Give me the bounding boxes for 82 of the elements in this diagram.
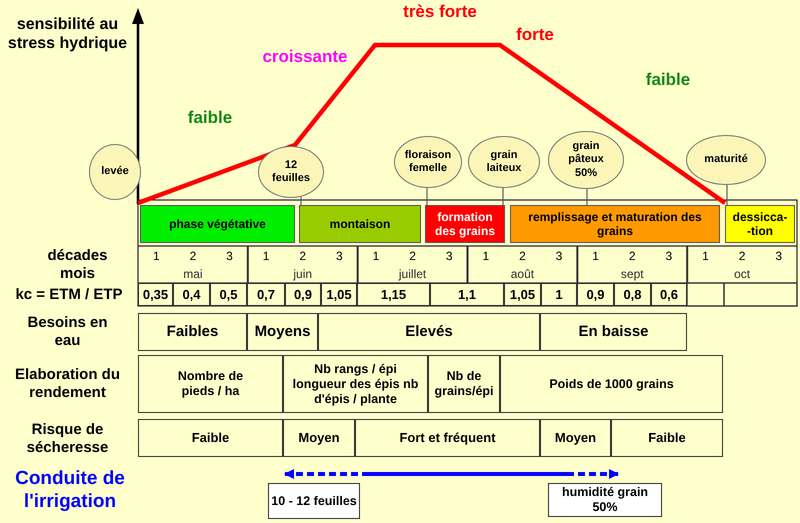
phase-bar: dessicca- -tion bbox=[725, 205, 795, 243]
table-cell: Nb rangs / épi longueur des épis nb d'épis / plante bbox=[283, 355, 428, 413]
curve-label: faible bbox=[644, 68, 692, 91]
axis-title: sensibilité au stress hydrique bbox=[6, 14, 128, 54]
table-cell-text: 3 bbox=[554, 248, 564, 265]
stage-ellipse: grain laiteux bbox=[468, 136, 540, 188]
table-cell-text: 2 bbox=[188, 248, 198, 265]
table-cell: Fort et fréquent bbox=[355, 419, 540, 457]
table-cell-text: 3 bbox=[774, 248, 784, 265]
table-cell-text: 1 bbox=[701, 248, 710, 265]
table-cell: Faibles bbox=[138, 313, 247, 351]
table-cell-text: juillet bbox=[398, 266, 428, 283]
table-cell-text: mai bbox=[182, 266, 204, 283]
table-cell-text: 3 bbox=[335, 248, 344, 265]
table-cell: 0,8 bbox=[614, 283, 651, 306]
stage-ellipse: grain pâteux 50% bbox=[548, 131, 624, 189]
row-header: Besoins en eau bbox=[26, 313, 109, 351]
row-header: mois bbox=[58, 265, 96, 283]
row-header: Risque de sécheresse bbox=[26, 420, 110, 458]
table-cell: 0,9 bbox=[285, 283, 321, 306]
table-cell: 0,35 bbox=[138, 283, 173, 306]
table-cell-text: 3 bbox=[225, 248, 234, 265]
table-cell-text: oct bbox=[733, 266, 752, 283]
table-cell-text: sept bbox=[620, 266, 645, 283]
table-cell-text: 1 bbox=[481, 248, 490, 265]
stage-ellipse: maturité bbox=[686, 135, 766, 185]
table-cell: 0,4 bbox=[173, 283, 210, 306]
table-cell: 1,05 bbox=[321, 283, 357, 306]
table-cell: 0,9 bbox=[577, 283, 614, 306]
table-cell: 0,7 bbox=[247, 283, 285, 306]
table-cell: Moyen bbox=[540, 419, 611, 457]
table-cell-text: 2 bbox=[408, 248, 417, 265]
phase-bar: remplissage et maturation des grains bbox=[510, 205, 720, 243]
stage-ellipse: levée bbox=[89, 144, 141, 200]
leader-line bbox=[726, 184, 728, 206]
stage-ellipse: floraison femelle bbox=[394, 136, 462, 188]
table-cell-text: 1 bbox=[152, 248, 161, 265]
table-cell: Elevés bbox=[318, 313, 540, 351]
note-box: humidité grain 50% bbox=[548, 483, 662, 517]
table-cell: Faible bbox=[611, 419, 723, 457]
note-box: 10 - 12 feuilles bbox=[268, 483, 360, 519]
leader-line bbox=[426, 188, 428, 206]
table-cell-text: 2 bbox=[628, 248, 637, 265]
table-cell: 1,1 bbox=[430, 283, 504, 306]
table-cell: Moyen bbox=[283, 419, 355, 457]
table-cell: 1,05 bbox=[504, 283, 541, 306]
table-cell: 0,5 bbox=[210, 283, 247, 306]
stage-ellipse: 12 feuilles bbox=[258, 146, 324, 198]
row-header: kc = ETM / ETP bbox=[14, 285, 124, 305]
table-cell-text: 2 bbox=[518, 248, 527, 265]
table-cell: Nb de grains/épi bbox=[428, 355, 500, 413]
table-cell: 1 bbox=[541, 283, 577, 306]
curve-label: croissante bbox=[261, 46, 349, 68]
table-cell: 0,6 bbox=[651, 283, 687, 306]
table-cell: Poids de 1000 grains bbox=[500, 355, 723, 413]
row-header: Conduite de l'irrigation bbox=[14, 467, 126, 514]
table-cell-text: 1 bbox=[372, 248, 380, 265]
phase-bar: phase végétative bbox=[140, 205, 295, 243]
table-cell: En baisse bbox=[540, 313, 687, 351]
table-cell: Faible bbox=[138, 419, 283, 457]
leader-line bbox=[300, 196, 302, 206]
leader-line bbox=[586, 188, 588, 206]
double-arrow bbox=[284, 469, 619, 479]
phase-bar: montaison bbox=[299, 205, 421, 243]
curve-label: très forte bbox=[402, 0, 478, 23]
row-header: décades bbox=[46, 247, 109, 265]
table-cell-text: 1 bbox=[591, 248, 600, 265]
table-cell-text: 1 bbox=[262, 248, 270, 265]
table-cell: 1,15 bbox=[357, 283, 430, 306]
row-header: Elaboration du rendement bbox=[14, 365, 121, 403]
table-cell-text: juin bbox=[292, 266, 314, 283]
table-cell-text: août bbox=[510, 266, 536, 283]
table-cell-text: 2 bbox=[738, 248, 746, 265]
curve-label: forte bbox=[515, 24, 555, 46]
leader-line bbox=[502, 188, 504, 206]
curve-label: faible bbox=[186, 106, 234, 129]
phase-bar: formation des grains bbox=[425, 205, 505, 243]
table-cell-text: 2 bbox=[298, 248, 308, 265]
table-cell-text: 3 bbox=[664, 248, 674, 265]
table-cell: Moyens bbox=[247, 313, 318, 351]
table-cell: Nombre de pieds / ha bbox=[138, 355, 283, 413]
table-cell-text: 3 bbox=[444, 248, 454, 265]
